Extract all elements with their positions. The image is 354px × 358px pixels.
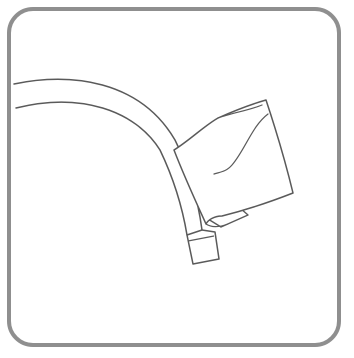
hose-tube-icon bbox=[14, 79, 202, 235]
cleaning-cloth-icon bbox=[174, 100, 293, 227]
tube-cuff-icon bbox=[187, 230, 219, 264]
